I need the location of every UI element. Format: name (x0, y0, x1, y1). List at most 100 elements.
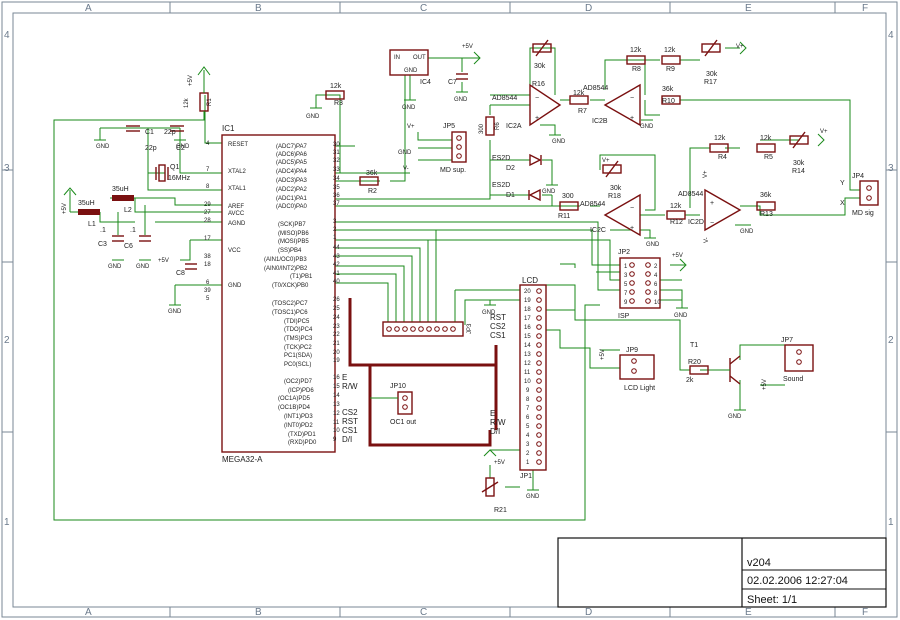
mcu-pb-label: (SS)PB4 (278, 248, 302, 254)
frame-row-label: 2 (4, 335, 10, 346)
mcu-pa-label: (ADC0)PA0 (276, 204, 308, 210)
r7-name: R7 (578, 108, 587, 115)
jp4-x: X (840, 200, 845, 207)
resistor-r7: 12k R7 (569, 90, 589, 115)
frame-col-label: E (745, 3, 752, 14)
mcu-pc-num: 23 (333, 324, 340, 330)
ic2b-minus: − (630, 95, 634, 102)
r9-name: R9 (666, 66, 675, 73)
gnd-label: GND (136, 264, 150, 270)
ic2b-part: AD8544 (583, 85, 608, 92)
mcu-pin-num: 38 (204, 254, 211, 260)
lcd-pin-num: 11 (524, 370, 531, 376)
vminus-label: V- (704, 237, 710, 243)
ic2d-part: AD8544 (678, 191, 703, 198)
lcd-net-rst: RST (490, 313, 506, 322)
jp7-name: JP7 (781, 337, 793, 344)
capacitor-c2: 22p C2 (164, 125, 185, 152)
connector-jp2: 1 3 5 7 9 2 4 6 8 10 JP2 ISP +5V GND (618, 249, 688, 320)
diode-d2: ES2D D2 GND (492, 153, 558, 195)
jp2-pin: 7 (624, 291, 628, 297)
vplus-label: V+ (602, 158, 610, 164)
mcu-pd-labels: (OC2)PD7 (ICP)PD6 (OC1A)PD5 (OC1B)PD4 (I… (278, 373, 358, 446)
r18-name: R18 (608, 193, 621, 200)
mcu-pc-label: (TCK)PC2 (284, 345, 312, 351)
mcu-pb-label: (MOSI)PB5 (278, 239, 309, 245)
r8-value: 12k (630, 47, 642, 54)
r11-name: R11 (558, 213, 570, 220)
mcu-pin-num: 5 (206, 296, 210, 302)
mcu-pd-label: (OC1B)PD4 (278, 405, 311, 411)
mcu-pc-num: 26 (333, 297, 340, 303)
mcu-pin-label: XTAL2 (228, 169, 247, 175)
frame-col-label: F (862, 3, 868, 14)
mcu-pc-label: (TDO)PC4 (284, 327, 313, 333)
l2-name: L2 (124, 207, 132, 214)
mcu-pd-label: (OC2)PD7 (284, 379, 313, 385)
frame-col-label: D (585, 607, 592, 618)
pd-net-label: R/W (342, 382, 358, 391)
r1-value: 12k (184, 97, 190, 108)
r5-name: R5 (764, 154, 773, 161)
mcu-pin-label: AGND (228, 221, 246, 227)
r3-name: R3 (334, 100, 343, 107)
frame-col-label: A (85, 3, 92, 14)
capacitor-c8: C8 +5V (158, 258, 197, 277)
gnd-label: GND (728, 414, 742, 420)
resistor-r13: 36k R13 (756, 192, 776, 218)
title-datetime: 02.02.2006 12:27:04 (747, 575, 848, 587)
mcu-ref: IC1 (222, 124, 235, 133)
trimmer-r17: 30k R17 V+ (701, 39, 747, 86)
mcu-pin-label: VCC (228, 248, 241, 254)
l1-value: 35uH (78, 200, 95, 207)
mcu-pc-num: 20 (333, 350, 340, 356)
connector-jp7: JP7 Sound +5V (762, 337, 814, 390)
gnd-label: GND (646, 242, 660, 248)
ic2c-name: IC2C (590, 227, 606, 234)
jp5-vplus: V+ (407, 124, 415, 130)
mcu-pin-num: 29 (204, 202, 211, 208)
mcu-pd-label: (ICP)PD6 (288, 388, 314, 394)
ic2a-plus: + (535, 115, 539, 122)
mcu-pd-num: 16 (333, 375, 340, 381)
lcd-pin-num: 12 (524, 361, 531, 367)
mcu-pin-num: 17 (204, 236, 211, 242)
l1-name: L1 (88, 221, 96, 228)
supply-label: +5V (600, 349, 606, 360)
mcu-part: MEGA32-A (222, 455, 263, 464)
mcu-pb-num: 43 (333, 254, 340, 260)
jp10-label: OC1 out (390, 419, 416, 426)
ic2a-minus: − (535, 95, 539, 102)
mcu-pin-num: 27 (204, 210, 211, 216)
lcd-pin-num: 17 (524, 316, 531, 322)
mcu-pd-num: 14 (333, 393, 340, 399)
mcu-pd-num: 10 (333, 428, 340, 434)
frame-row-labels: 4 3 2 1 4 3 2 1 (4, 30, 894, 528)
connector-jp4: JP4 MD sig Y X (840, 173, 879, 217)
mcu-pb-label: (AIN1/OC0)PB3 (264, 257, 307, 263)
r14-value: 30k (793, 160, 805, 167)
opamp-ic2b: − + AD8544 IC2B GND (583, 83, 654, 130)
c3-name: C3 (98, 241, 107, 248)
mcu-pin-label: GND (228, 283, 242, 289)
gnd-label: GND (306, 114, 320, 120)
resistor-r11: 300 R11 (558, 193, 579, 220)
mcu-pa-label: (ADC6)PA6 (276, 152, 308, 158)
lcd-pin-num: 6 (526, 415, 530, 421)
ic4-in: IN (394, 55, 400, 61)
mcu-body (221, 134, 336, 453)
lcd-pin-num: 16 (524, 325, 531, 331)
diode-d1: ES2D D1 (492, 182, 541, 202)
capacitor-c1: C1 22p (126, 125, 157, 152)
lcd-net-di: D/I (490, 427, 500, 436)
d2-name: D2 (506, 165, 515, 172)
mcu-pc-label: PC0(SCL) (284, 362, 311, 368)
r20-name: R20 (688, 359, 701, 366)
mcu-pc-num: 24 (333, 315, 340, 321)
lcd-pin-num: 14 (524, 343, 531, 349)
frame-row-label: 2 (888, 335, 894, 346)
mcu-pb-num: 2 (333, 227, 337, 233)
mcu-pb-label: (MISO)PB6 (278, 231, 309, 237)
